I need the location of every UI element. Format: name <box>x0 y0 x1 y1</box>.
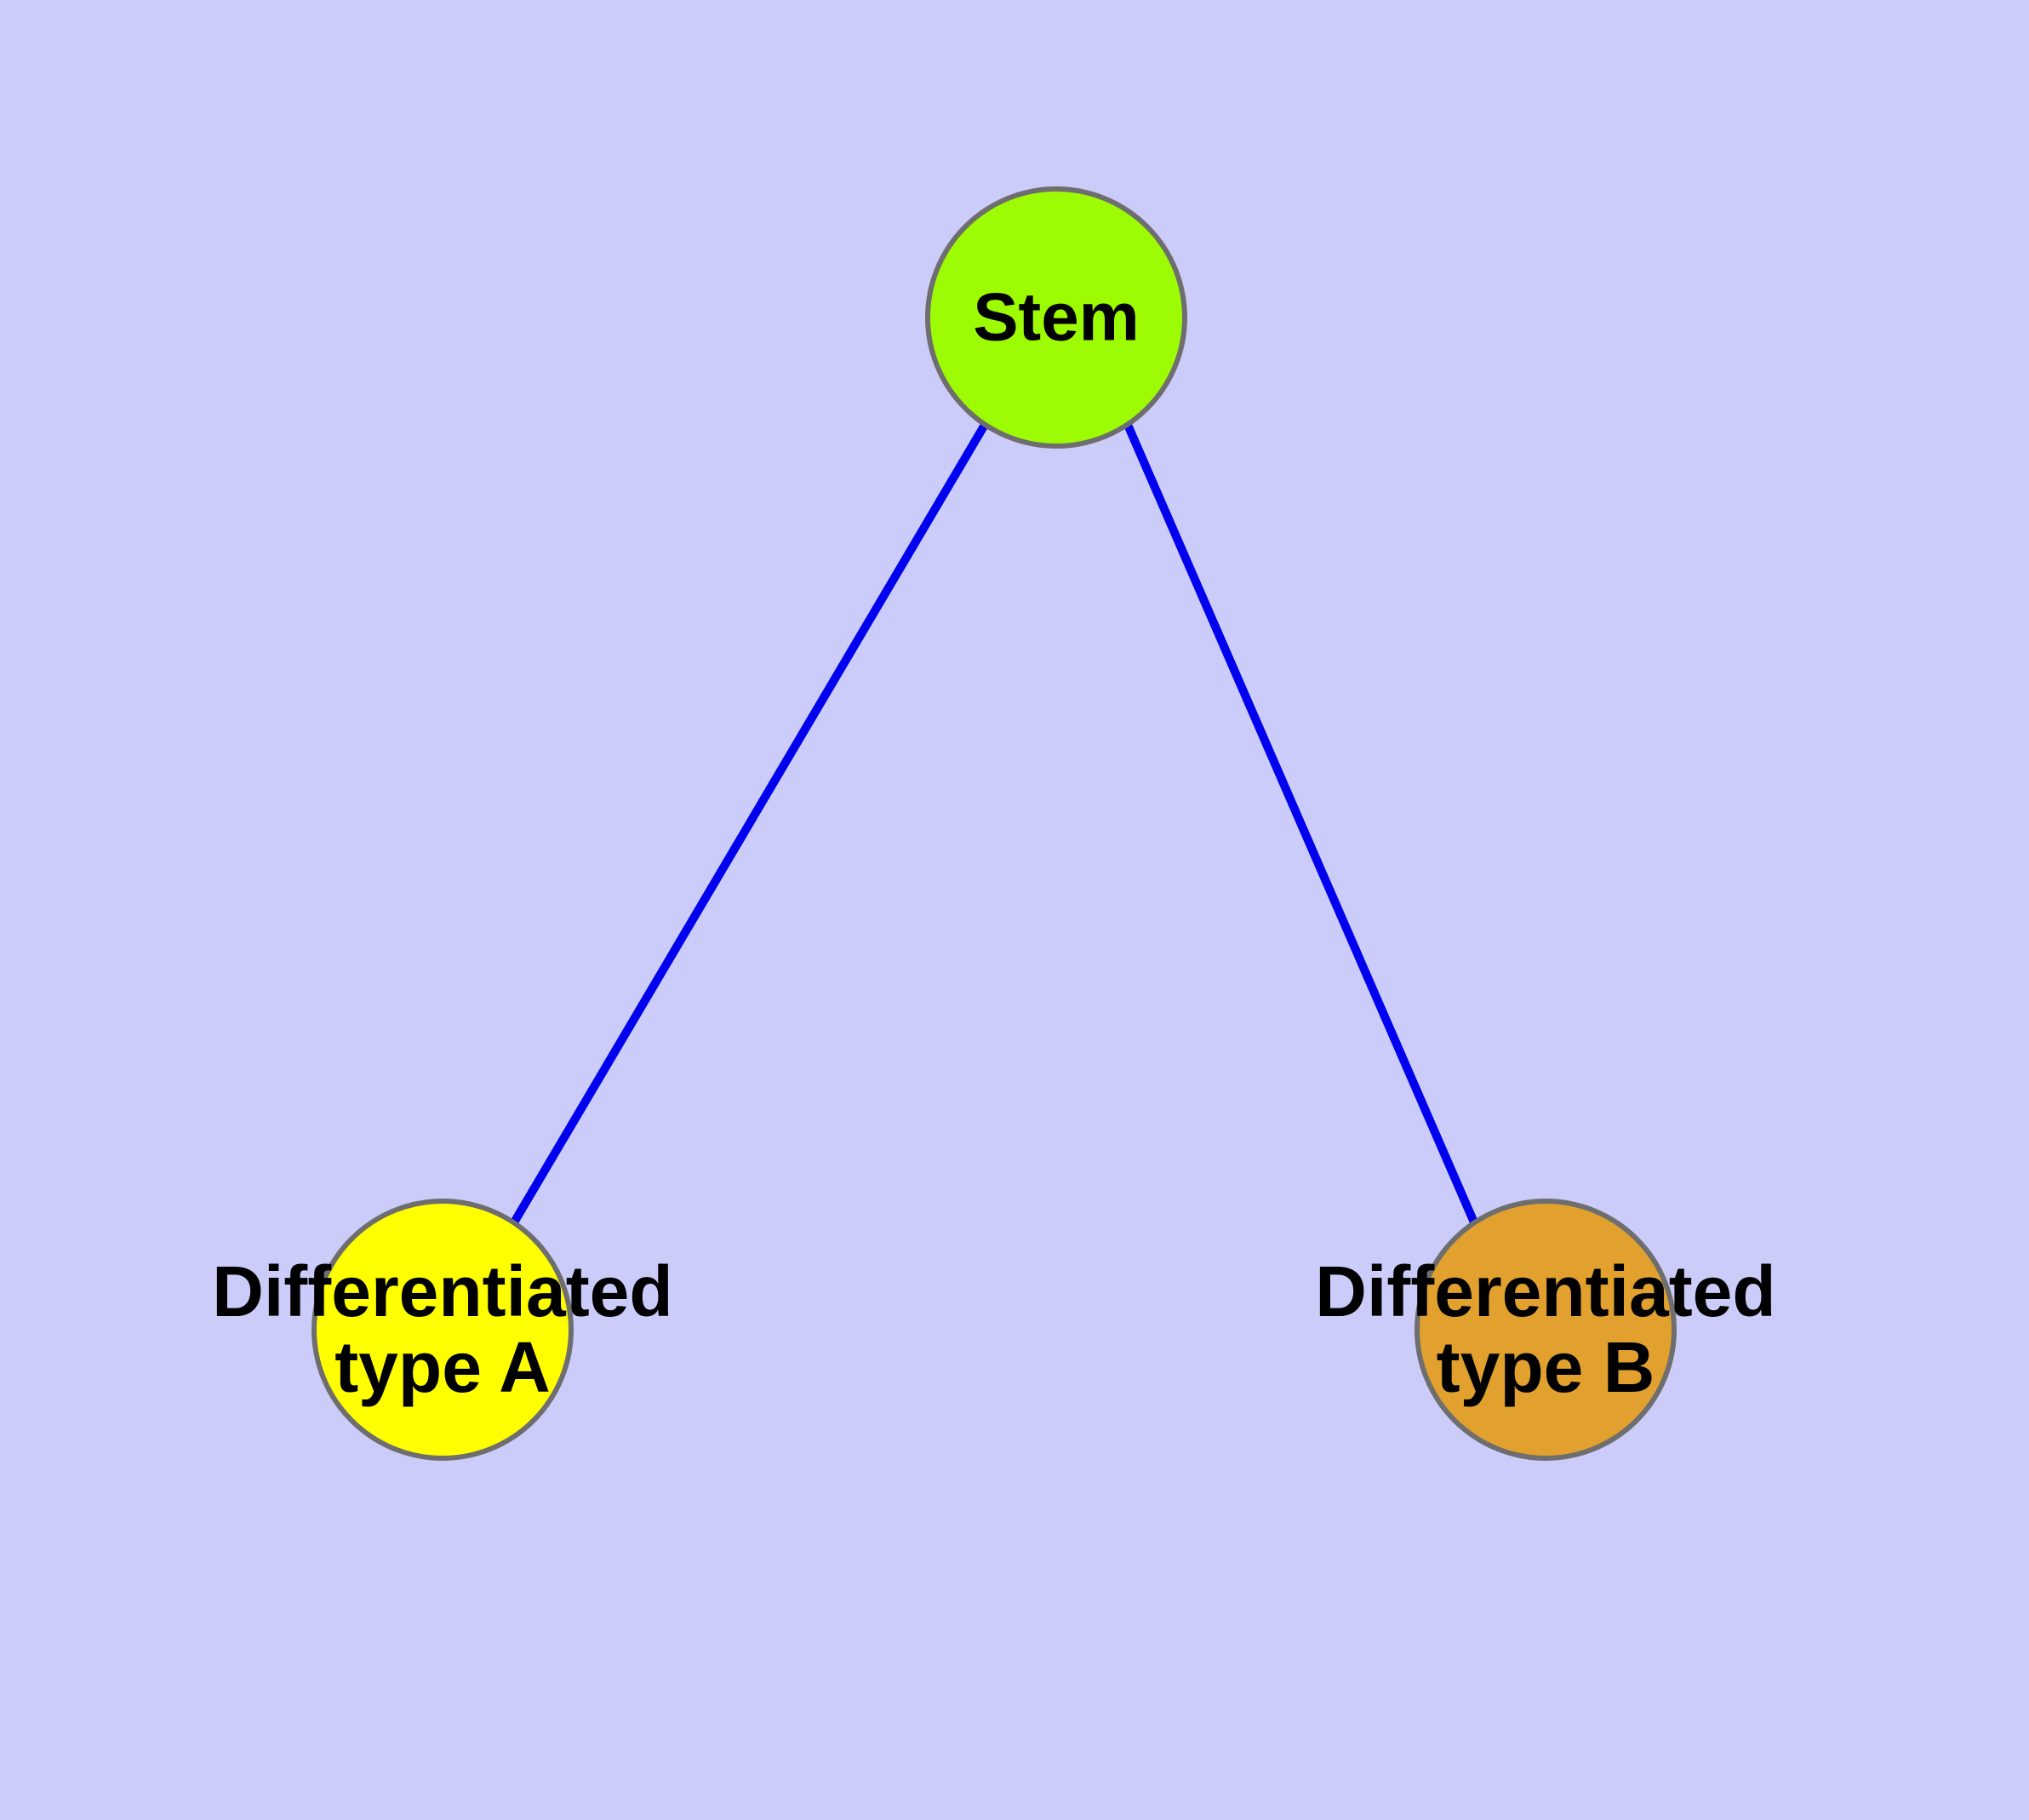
edge-layer <box>510 422 1478 1225</box>
graph-node-stem[interactable] <box>925 186 1187 449</box>
graph-node-diff-a[interactable] <box>311 1199 574 1461</box>
node-layer <box>311 186 1677 1461</box>
graph-node-diff-b[interactable] <box>1415 1199 1677 1461</box>
graph-edge-stem-to-a[interactable] <box>510 422 989 1225</box>
graph-edge-stem-to-b[interactable] <box>1123 423 1478 1224</box>
